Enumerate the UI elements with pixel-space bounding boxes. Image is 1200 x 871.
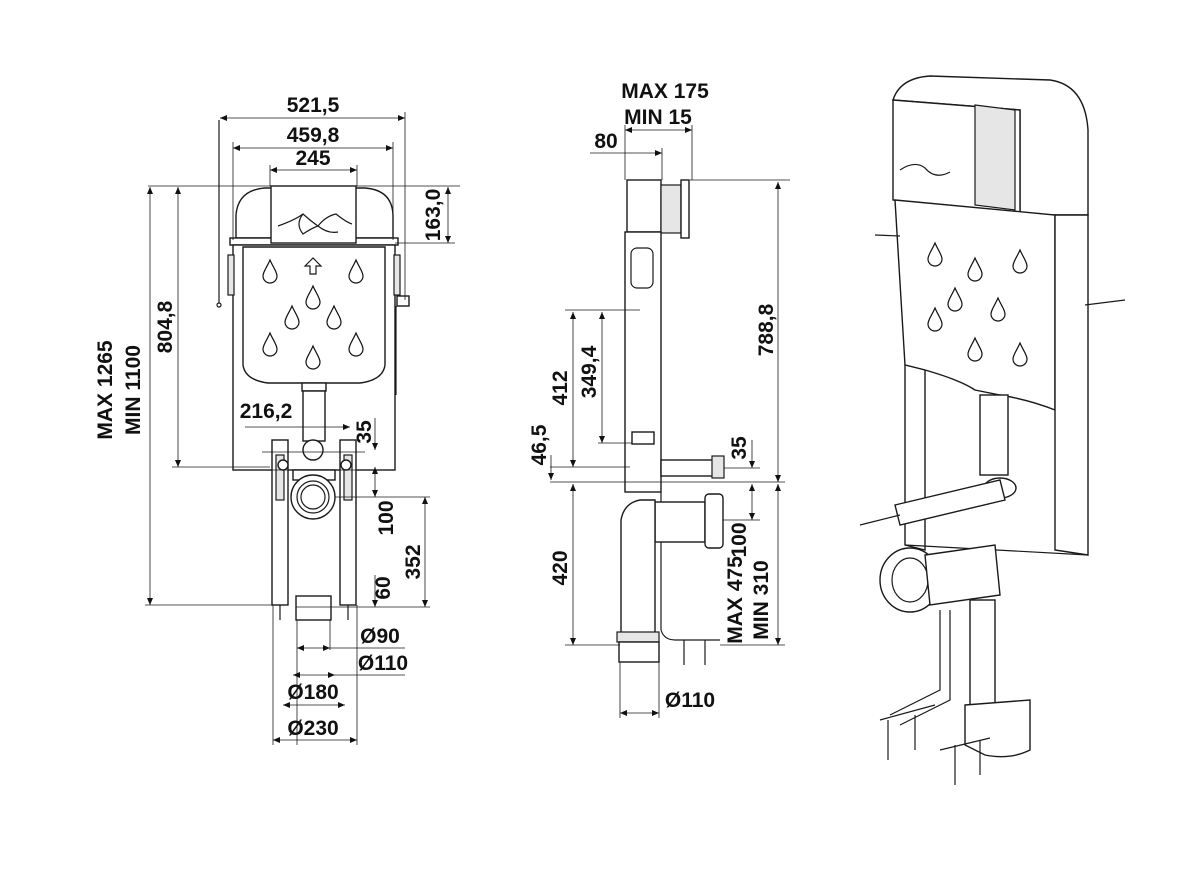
dim-width-overall: 521,5 — [287, 94, 340, 117]
dim-depth-80: 80 — [594, 130, 617, 153]
dim-dia-90: Ø90 — [360, 625, 400, 648]
isometric-view — [859, 75, 1126, 785]
dim-leg-spacing: 216,2 — [240, 400, 293, 423]
dim-dia-230: Ø230 — [287, 717, 338, 740]
dim-height-349: 349,4 — [578, 345, 601, 398]
front-legs — [262, 439, 365, 621]
dim-plate-height: 163,0 — [422, 189, 445, 242]
dim-width-plate: 245 — [295, 147, 330, 170]
dim-height-max: MAX 1265 — [94, 340, 117, 440]
dim-cistern-height: 804,8 — [154, 300, 177, 353]
dim-offset-352: 352 — [402, 544, 425, 579]
dim-height-412: 412 — [549, 370, 572, 405]
dim-dia-180: Ø180 — [287, 681, 338, 704]
dim-offset-100: 100 — [728, 522, 751, 557]
dim-offset-35: 35 — [728, 436, 751, 460]
front-dimensions: 521,5 459,8 245 163,0 804,8 MAX 1265 MIN… — [94, 94, 460, 745]
side-dimensions: MAX 175 MIN 15 80 788,8 412 349,4 46,5 3… — [528, 80, 790, 718]
dim-height-46: 46,5 — [528, 424, 551, 465]
dim-offset-35: 35 — [353, 420, 376, 444]
side-view: MAX 175 MIN 15 80 788,8 412 349,4 46,5 3… — [528, 80, 790, 718]
front-cistern — [216, 120, 410, 471]
side-frame — [616, 179, 725, 665]
dim-dia-110: Ø110 — [665, 689, 715, 712]
dim-dia-110: Ø110 — [358, 652, 408, 675]
dim-depth-min: MIN 15 — [624, 106, 692, 129]
dim-height-788: 788,8 — [755, 303, 778, 356]
dim-height-max: MAX 475 — [724, 556, 747, 644]
dim-width-frame: 459,8 — [287, 124, 340, 147]
flush-plate — [270, 185, 357, 244]
dim-height-420: 420 — [549, 550, 572, 585]
dim-height-min: MIN 1100 — [122, 345, 145, 435]
dim-offset-100: 100 — [375, 500, 398, 535]
dim-depth-max: MAX 175 — [621, 80, 709, 103]
front-view: 521,5 459,8 245 163,0 804,8 MAX 1265 MIN… — [94, 94, 460, 745]
dim-height-min: MIN 310 — [750, 560, 773, 639]
dim-offset-60: 60 — [372, 576, 395, 599]
